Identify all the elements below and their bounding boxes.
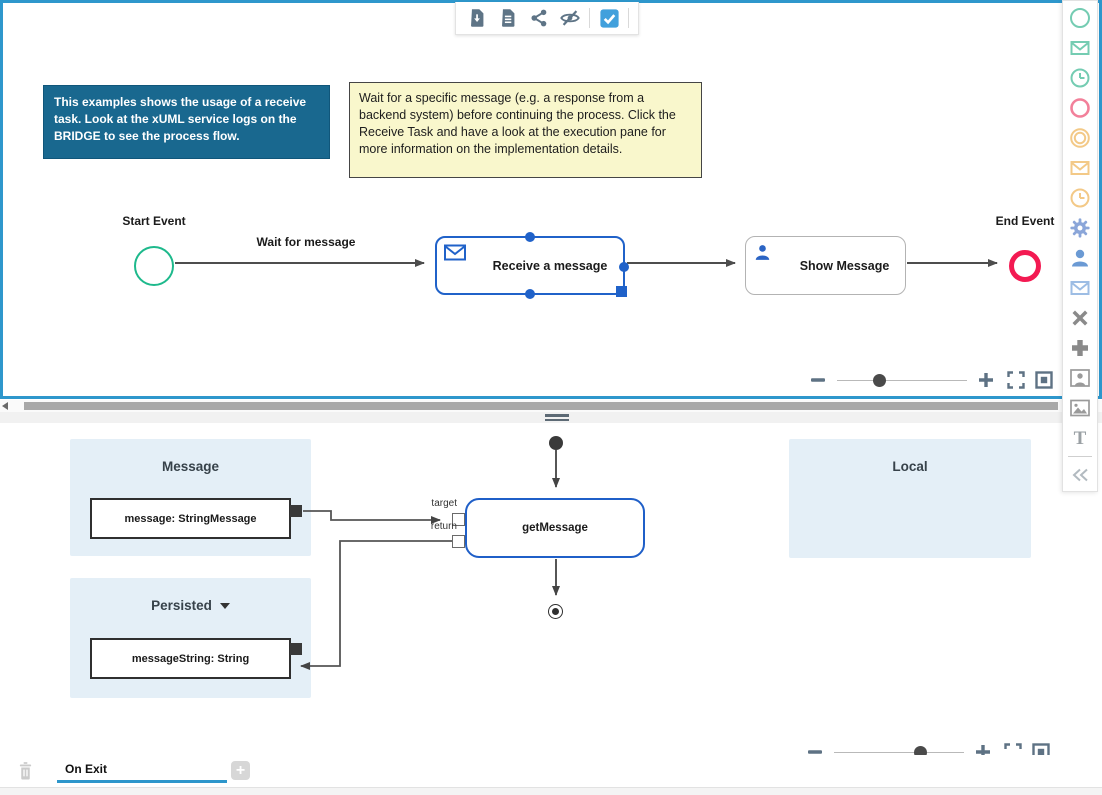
zoom-out-button[interactable] (806, 743, 824, 761)
image-icon[interactable] (1062, 393, 1098, 423)
collapse-palette-icon[interactable] (1062, 460, 1098, 490)
receive-task-label: Receive a message (492, 258, 608, 273)
receive-task-icon[interactable] (1062, 273, 1098, 303)
user-task-label: Show Message (799, 258, 890, 273)
svg-text:T: T (1074, 428, 1087, 449)
exclusive-gateway-icon[interactable] (1062, 303, 1098, 333)
return-port[interactable] (452, 535, 465, 548)
zoom-out-button[interactable] (809, 371, 827, 389)
annotation-note-blue[interactable]: This examples shows the usage of a recei… (43, 85, 330, 159)
return-port-label: return (430, 521, 457, 532)
timer-intermediate-event-icon[interactable] (1062, 183, 1098, 213)
add-tab-button[interactable]: + (231, 761, 250, 780)
intermediate-event-icon[interactable] (1062, 123, 1098, 153)
persisted-variable-box[interactable]: messageString: String (90, 638, 291, 679)
active-tab-indicator (57, 780, 227, 783)
dropdown-caret-icon[interactable] (219, 603, 230, 610)
download-file-icon[interactable] (465, 6, 489, 30)
scrollbar-thumb[interactable] (24, 402, 1058, 410)
zoom-slider[interactable] (834, 745, 964, 759)
mapping-diagram-pane: Message Persisted Local message: StringM… (0, 423, 1102, 787)
message-variable-connector[interactable] (290, 505, 302, 517)
resize-handle-bottom[interactable] (525, 289, 535, 299)
fit-view-button[interactable] (1035, 371, 1053, 389)
process-diagram-pane: This examples shows the usage of a recei… (0, 0, 1102, 399)
local-panel[interactable]: Local (789, 439, 1031, 558)
message-envelope-icon (444, 244, 466, 261)
message-panel-title: Message (161, 459, 220, 474)
target-port-label: target (431, 498, 457, 509)
local-panel-title: Local (892, 459, 928, 474)
message-variable-box[interactable]: message: StringMessage (90, 498, 291, 539)
bottom-edge-strip (0, 787, 1102, 795)
user-task-icon[interactable] (1062, 243, 1098, 273)
horizontal-scrollbar (0, 400, 1102, 412)
text-annotation-icon[interactable]: T (1062, 423, 1098, 453)
process-zoom-controls (809, 371, 1053, 389)
persisted-variable-label: messageString: String (131, 652, 250, 665)
final-node[interactable] (548, 604, 563, 619)
checkbox-checked-icon[interactable] (597, 6, 621, 30)
end-event-icon[interactable] (1062, 93, 1098, 123)
pane-divider-handle[interactable] (545, 414, 569, 421)
diagram-toolbar (455, 2, 639, 35)
user-icon (755, 245, 770, 260)
persisted-panel-title: Persisted (70, 598, 311, 613)
palette-separator (1068, 456, 1092, 457)
toolbar-separator (628, 8, 629, 28)
receive-task-node[interactable]: Receive a message (435, 232, 629, 299)
action-node-label: getMessage (522, 522, 588, 534)
persisted-variable-connector[interactable] (290, 643, 302, 655)
service-task-icon[interactable] (1062, 213, 1098, 243)
mapping-tab-bar: On Exit + (0, 755, 1102, 787)
document-log-icon[interactable] (496, 6, 520, 30)
mapping-link-return-to-persisted[interactable] (300, 540, 452, 670)
delete-trash-icon[interactable] (17, 761, 34, 786)
message-intermediate-event-icon[interactable] (1062, 153, 1098, 183)
start-event-icon[interactable] (1062, 3, 1098, 33)
initial-node[interactable] (549, 436, 563, 450)
zoom-in-button[interactable] (974, 743, 992, 761)
end-event-label: End Event (995, 214, 1055, 228)
tab-on-exit[interactable]: On Exit (65, 762, 108, 776)
mapping-link-message-to-target[interactable] (303, 510, 441, 524)
zoom-in-button[interactable] (977, 371, 995, 389)
resize-handle-corner[interactable] (616, 286, 627, 297)
resize-handle-top[interactable] (525, 232, 535, 242)
zoom-slider[interactable] (837, 373, 967, 387)
hide-overlays-icon[interactable] (558, 6, 582, 30)
participant-icon[interactable] (1062, 363, 1098, 393)
resize-handle-right[interactable] (619, 262, 629, 272)
fullscreen-button[interactable] (1007, 371, 1025, 389)
share-icon[interactable] (527, 6, 551, 30)
message-start-event-icon[interactable] (1062, 33, 1098, 63)
sequence-flow-layer (175, 259, 998, 267)
timer-start-event-icon[interactable] (1062, 63, 1098, 93)
start-event-label: Start Event (122, 214, 186, 228)
pane-divider (0, 412, 1102, 423)
scroll-left-arrow[interactable] (2, 402, 8, 410)
user-task-node[interactable]: Show Message (745, 236, 906, 295)
sequence-flow-label: Wait for message (256, 235, 356, 249)
target-port[interactable] (452, 513, 465, 526)
zoom-slider-knob[interactable] (873, 373, 886, 387)
start-event-node[interactable] (134, 246, 174, 286)
message-variable-label: message: StringMessage (124, 512, 257, 525)
end-event-node[interactable] (1009, 250, 1041, 282)
annotation-note-yellow[interactable]: Wait for a specific message (e.g. a resp… (349, 82, 702, 178)
toolbar-separator (589, 8, 590, 28)
action-node-getmessage[interactable]: getMessage (465, 498, 645, 558)
shape-palette: T (1062, 0, 1098, 492)
parallel-gateway-icon[interactable] (1062, 333, 1098, 363)
